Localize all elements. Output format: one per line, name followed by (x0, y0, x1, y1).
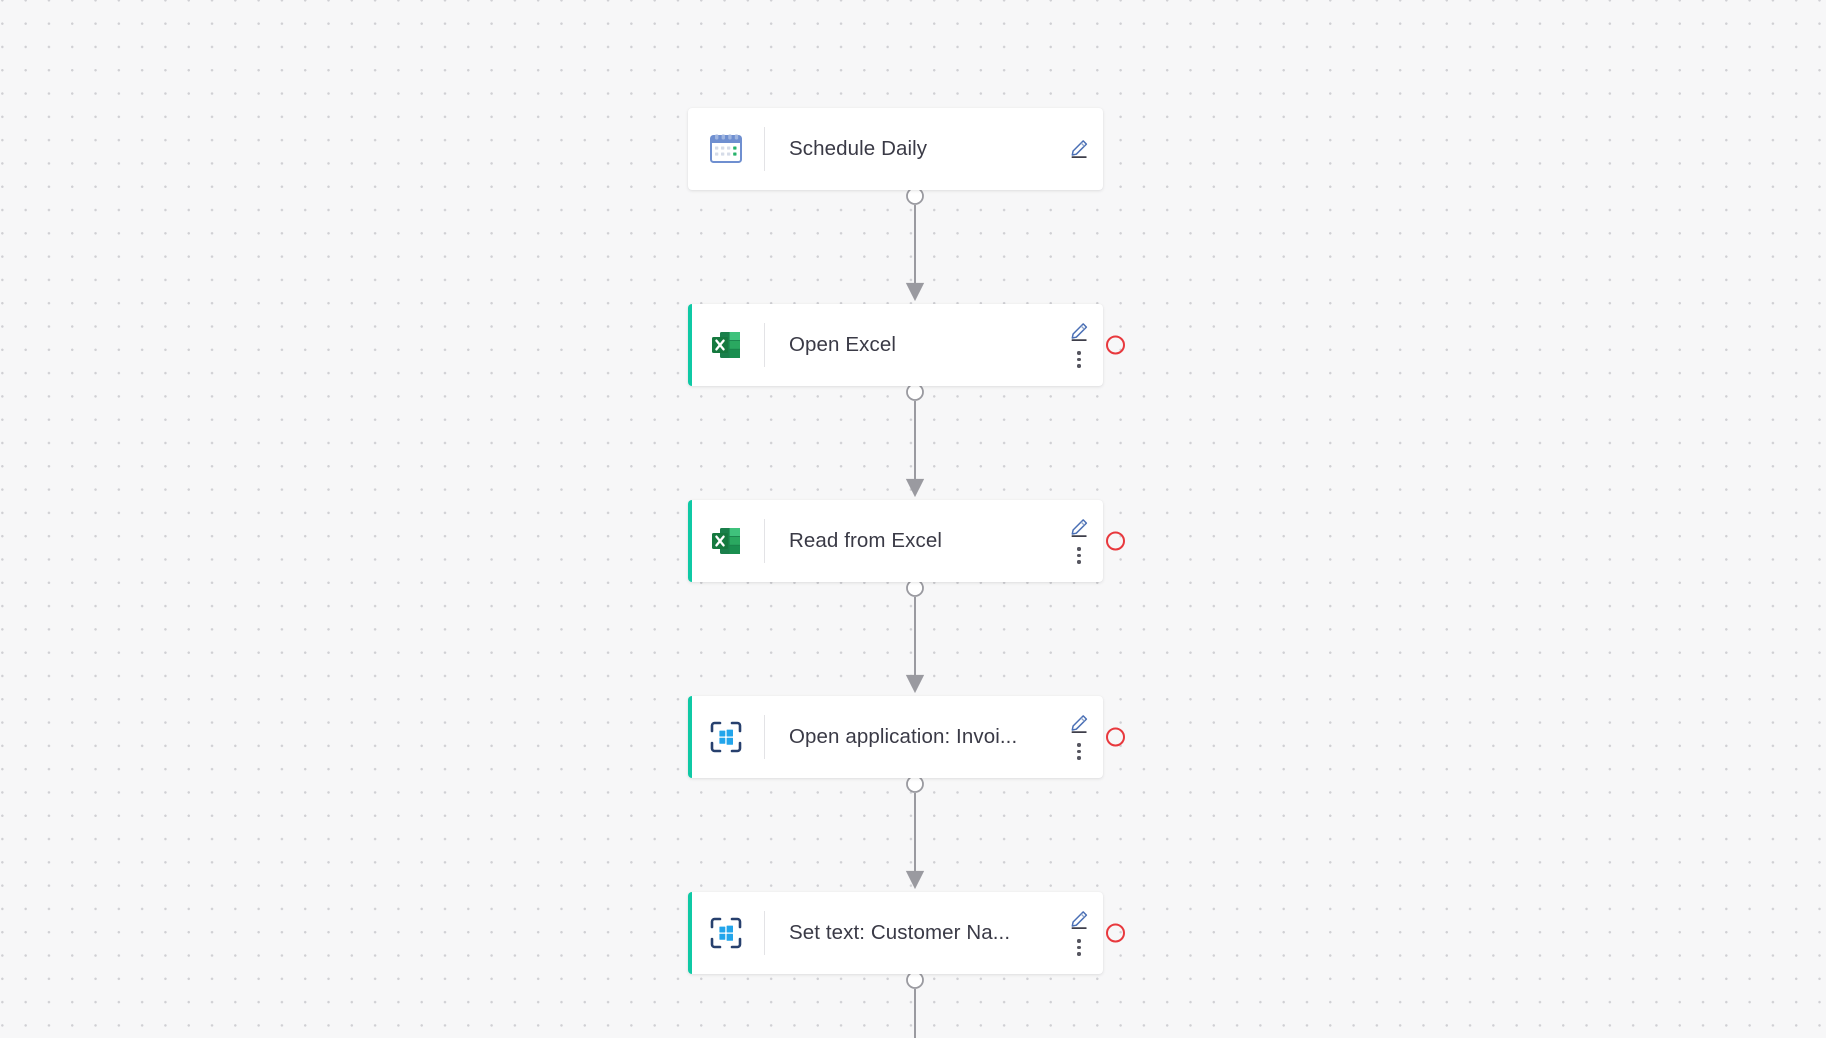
node-more-menu-icon[interactable] (1070, 743, 1088, 761)
connector-node-5-next (906, 971, 924, 1038)
node-divider (764, 519, 765, 563)
edit-pencil-icon[interactable] (1069, 714, 1089, 734)
connector-node-2-node-3 (905, 383, 925, 498)
windows-app-icon (688, 696, 764, 778)
node-title: Schedule Daily (789, 137, 928, 160)
breakpoint-toggle[interactable] (1106, 531, 1125, 551)
breakpoint-toggle[interactable] (1106, 923, 1125, 943)
node-title: Open application: Invoi... (789, 725, 1018, 748)
flow-node-open-application[interactable]: Open application: Invoi... (688, 696, 1125, 778)
flow-node-schedule-daily[interactable]: Schedule Daily (688, 108, 1103, 190)
node-divider (764, 715, 765, 759)
excel-icon (688, 500, 764, 582)
connector-node-4-node-5 (905, 775, 925, 890)
node-divider (764, 323, 765, 367)
excel-icon (688, 304, 764, 386)
node-title: Read from Excel (789, 529, 943, 552)
node-title: Set text: Customer Na... (789, 921, 1011, 944)
breakpoint-toggle[interactable] (1106, 727, 1125, 747)
node-title: Open Excel (789, 333, 896, 356)
edit-pencil-icon[interactable] (1069, 139, 1089, 159)
node-controls (1069, 108, 1089, 190)
flow-node-set-text[interactable]: Set text: Customer Na... (688, 892, 1125, 974)
calendar-icon (688, 108, 764, 190)
flow-node-open-excel[interactable]: Open Excel (688, 304, 1125, 386)
node-more-menu-icon[interactable] (1070, 351, 1088, 369)
edit-pencil-icon[interactable] (1069, 910, 1089, 930)
node-accent-bar (688, 304, 692, 386)
node-divider (764, 127, 765, 171)
connector-node-3-node-4 (905, 579, 925, 694)
node-more-menu-icon[interactable] (1070, 547, 1088, 565)
node-divider (764, 911, 765, 955)
node-accent-bar (688, 500, 692, 582)
flow-node-read-from-excel[interactable]: Read from Excel (688, 500, 1125, 582)
edit-pencil-icon[interactable] (1069, 518, 1089, 538)
connector-node-1-node-2 (905, 187, 925, 302)
windows-app-icon (688, 892, 764, 974)
node-controls (1069, 892, 1089, 974)
edit-pencil-icon[interactable] (1069, 322, 1089, 342)
node-accent-bar (688, 892, 692, 974)
node-more-menu-icon[interactable] (1070, 939, 1088, 957)
breakpoint-toggle[interactable] (1106, 335, 1125, 355)
node-controls (1069, 500, 1089, 582)
node-accent-bar (688, 696, 692, 778)
node-controls (1069, 304, 1089, 386)
node-controls (1069, 696, 1089, 778)
